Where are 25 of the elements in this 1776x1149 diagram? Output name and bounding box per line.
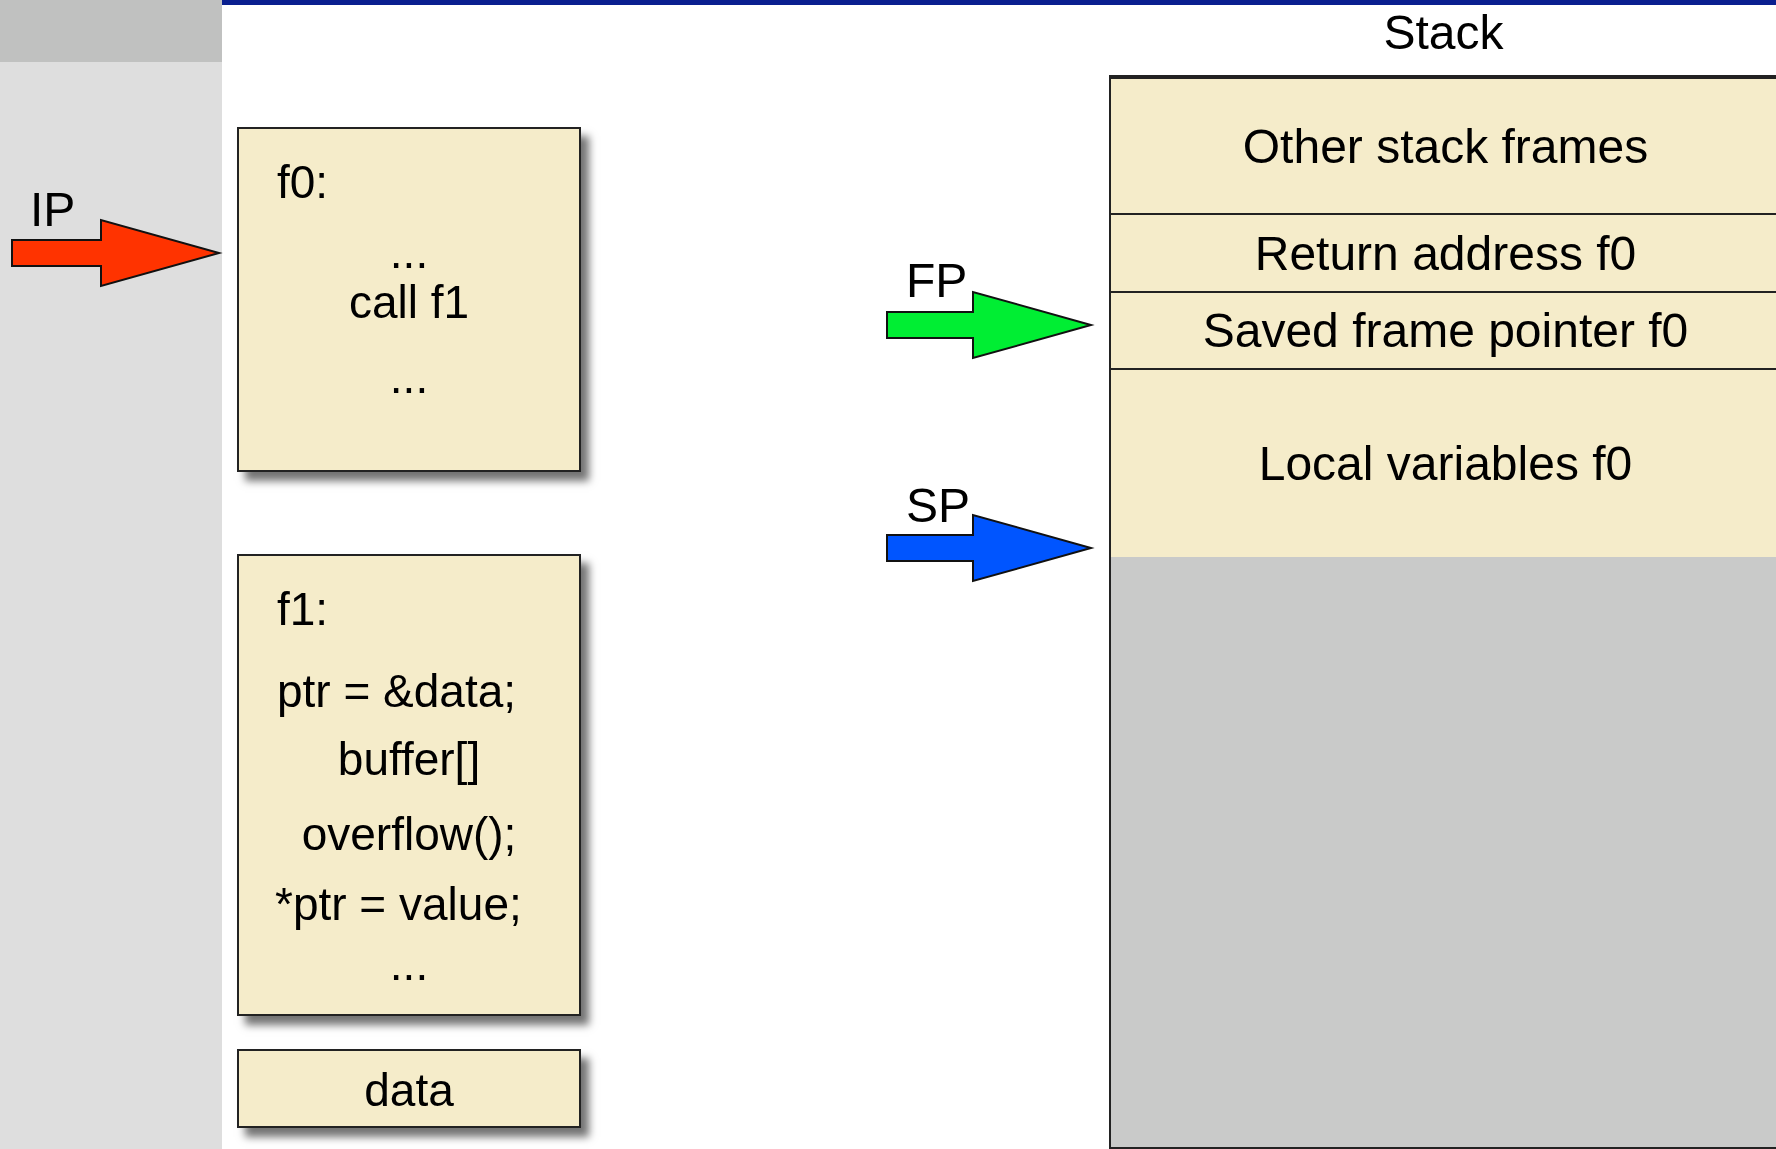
pointer-label: SP [906,482,971,530]
block-arrow [886,290,1095,360]
code-line: ... [388,354,430,400]
row-label: Return address f0 [1254,225,1637,281]
stack-title: Stack [1382,9,1505,57]
code-box [237,554,581,1016]
block-arrow [886,513,1095,583]
pointer-label: IP [30,186,76,234]
code-line: data [363,1067,455,1113]
row-label: Local variables f0 [1258,436,1633,491]
stack-frame-row [1111,77,1776,213]
pointer-label: FP [906,257,968,305]
code-line: call f1 [347,279,471,325]
code-line: ... [388,941,430,987]
code-box [237,127,581,472]
stack-frame-row [1111,213,1776,291]
row-label: Other stack frames [1242,118,1649,174]
code-box [237,1049,581,1128]
code-line: f0: [277,159,329,205]
stack-frame-row [1111,291,1776,368]
code-line: ... [388,229,430,275]
code-line: f1: [277,586,329,632]
stack-frame-row [1111,368,1776,557]
row-label: Saved frame pointer f0 [1202,303,1689,358]
block-arrow [11,218,223,288]
